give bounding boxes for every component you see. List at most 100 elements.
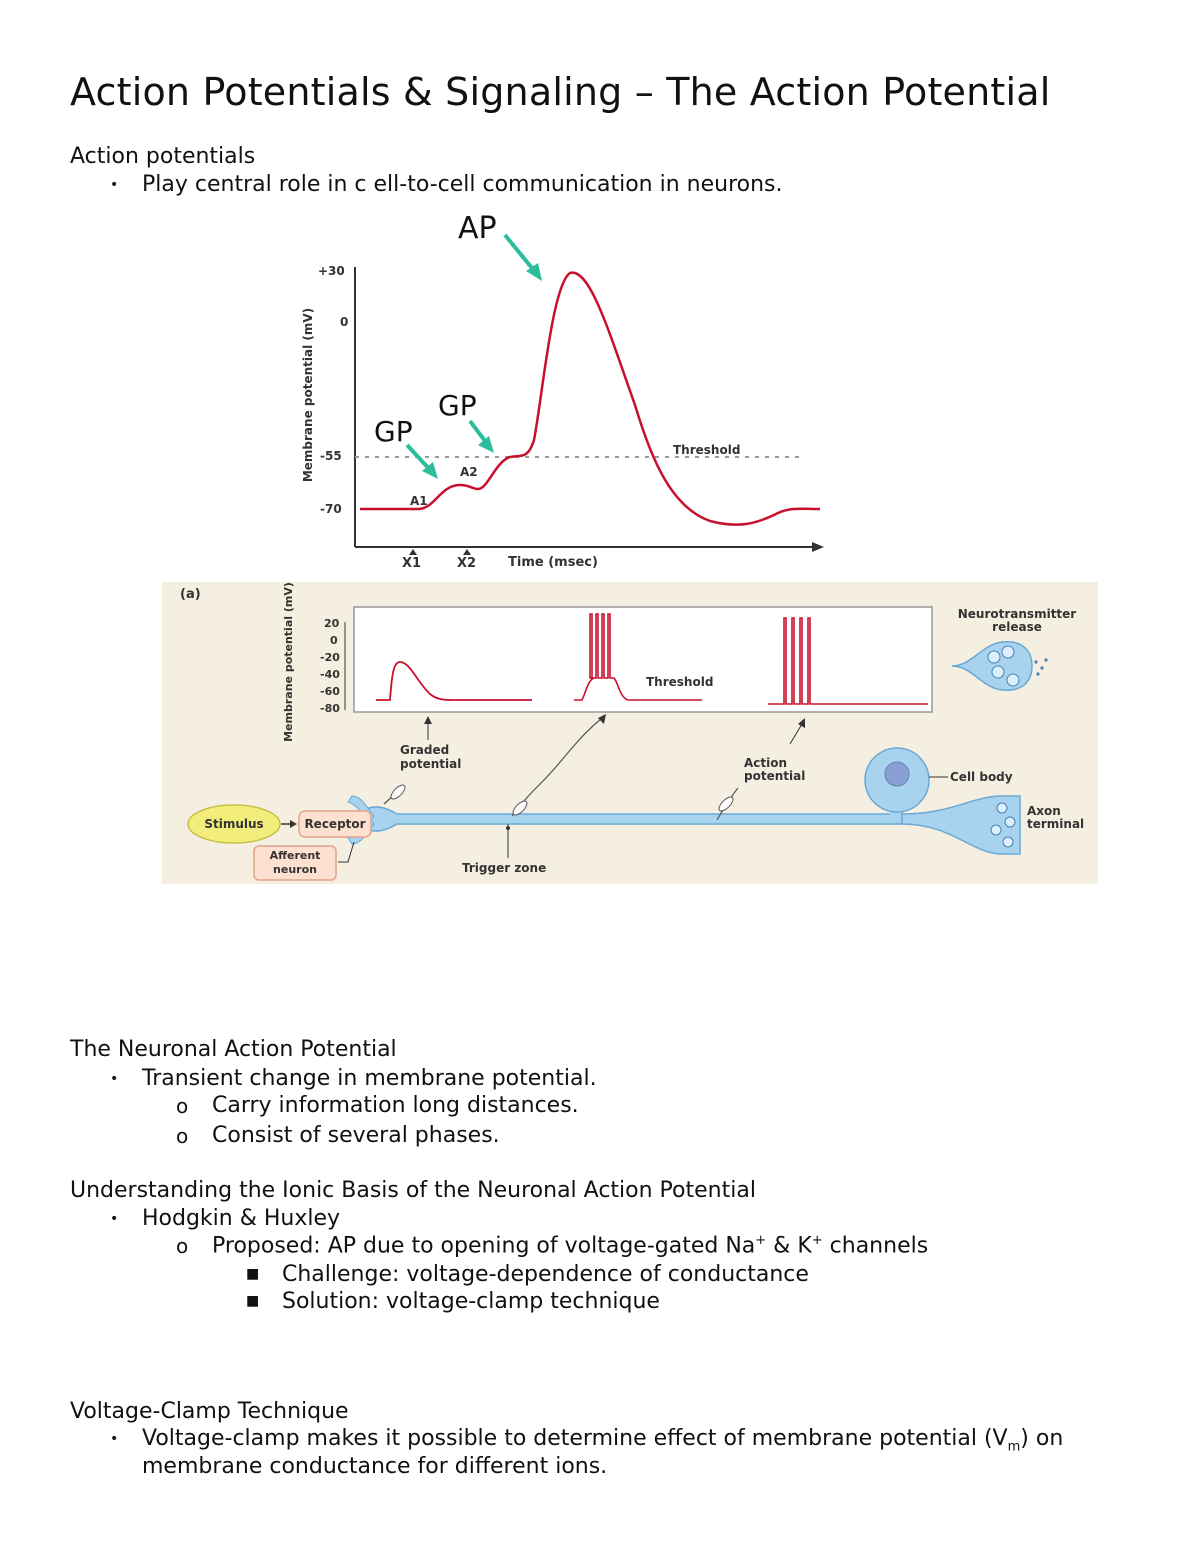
action-potential-graph: AP +30 0 -55 -70 Membrane potential (mV)… (301, 211, 824, 571)
stimulus-arrowhead (290, 820, 297, 828)
threshold-label: Threshold (673, 443, 740, 457)
recording-panel (353, 606, 933, 713)
section-heading-ionic-basis: Understanding the Ionic Basis of the Neu… (70, 1178, 756, 1203)
panel-y-tick-m60: -60 (320, 685, 340, 698)
vesicle (991, 665, 1005, 679)
panel-y-tick-m40: -40 (320, 668, 340, 681)
ap-arrow (503, 233, 538, 275)
bullet-marker: • (110, 177, 119, 193)
panel-y-tick-0: 0 (330, 634, 338, 647)
membrane-potential-trace (360, 271, 821, 526)
vesicle (1002, 836, 1014, 848)
neurotransmitter-dot (1034, 660, 1038, 664)
action-pointer-head (798, 718, 805, 728)
electrode-2-head (598, 714, 606, 724)
neurotransmitter-dot (1036, 672, 1040, 676)
electrode-3-tip (718, 796, 734, 812)
panel-y-tick-m20: -20 (320, 651, 340, 664)
graded-label-1: Graded (400, 743, 449, 757)
stimulus-label: Stimulus (204, 817, 263, 831)
receptor-box (298, 810, 372, 838)
graded-pointer-head (424, 716, 432, 724)
neurotransmitter-dot (1044, 658, 1048, 662)
x-axis-label: Time (msec) (508, 555, 598, 570)
y-axis-label: Membrane potential (mV) (301, 308, 315, 482)
x1-marker (409, 549, 417, 555)
bullet-marker: • (110, 1211, 119, 1227)
sub-bullet-text: Carry information long distances. (212, 1093, 579, 1118)
graded-label-2: potential (400, 757, 461, 771)
x-tick-x2: X2 (457, 556, 476, 571)
afferent-label-2: neuron (273, 863, 317, 876)
panel-threshold-label: Threshold (646, 675, 713, 689)
bullet-text: Hodgkin & Huxley (142, 1206, 341, 1231)
afferent-pointer (338, 841, 355, 863)
panel-label: (a) (180, 587, 201, 602)
section-heading-action-potentials: Action potentials (70, 144, 256, 169)
panel-y-tick-20: 20 (324, 617, 340, 630)
electrode-2-lead (511, 717, 603, 817)
afferent-box (253, 845, 337, 881)
stimulus-shape (187, 804, 281, 844)
sub-bullet-marker: o (176, 1094, 189, 1118)
a1-label: A1 (410, 494, 428, 508)
bullet-text: Play central role in c ell-to-cell commu… (142, 172, 783, 197)
gp-arrowhead-2 (478, 436, 494, 453)
sub-sub-bullet-marker: ■ (246, 1266, 260, 1282)
y-tick-0: 0 (340, 315, 348, 329)
action-label-1: Action (744, 756, 787, 770)
graded-trace (376, 661, 532, 701)
panel-y-tick-m80: -80 (320, 702, 340, 715)
bullet-text: Transient change in membrane potential. (142, 1066, 597, 1091)
page-title: Action Potentials & Signaling – The Acti… (70, 70, 1051, 114)
neurotransmitter-dot (1040, 666, 1044, 670)
electrode-1-tip (390, 784, 406, 800)
vesicle (990, 824, 1002, 836)
receptor-label: Receptor (304, 817, 365, 831)
neuron-signaling-diagram: (a) Membrane potential (mV) 20 0 -20 -40… (162, 582, 1098, 884)
axon-terminal-label-2: terminal (1027, 817, 1084, 831)
sub-sub-bullet-text: Challenge: voltage-dependence of conduct… (282, 1262, 809, 1287)
nucleus (884, 761, 910, 787)
gp-label-1: GP (374, 415, 413, 448)
electrode-2-tip (512, 800, 528, 816)
sub-bullet-marker: o (176, 1234, 189, 1258)
trigger-zone-label: Trigger zone (462, 861, 546, 875)
axon-terminal-label-1: Axon (1027, 804, 1061, 818)
a2-label: A2 (460, 465, 478, 479)
vesicle (996, 802, 1008, 814)
sub-sub-bullet-text: Solution: voltage-clamp technique (282, 1289, 660, 1314)
x2-marker (463, 549, 471, 555)
trigger-dot (506, 826, 510, 830)
nt-release-label-2: release (992, 620, 1042, 634)
gp-arrowhead-1 (422, 462, 438, 479)
afferent-label-1: Afferent (270, 849, 321, 862)
bullet-text-line2: membrane conductance for different ions. (142, 1454, 608, 1479)
vesicle (987, 650, 1001, 664)
sub-bullet-proposed: Proposed: AP due to opening of voltage-g… (212, 1233, 929, 1259)
y-tick-55: -55 (320, 449, 342, 463)
x-axis-arrowhead (812, 542, 824, 552)
action-potential-trace (768, 617, 928, 705)
action-label-2: potential (744, 769, 805, 783)
ap-arrowhead (526, 263, 542, 281)
threshold-trace (574, 613, 702, 701)
gp-label-2: GP (438, 389, 477, 422)
axon-terminal (901, 795, 1021, 855)
vesicle (1006, 673, 1020, 687)
bullet-text-line1: Voltage-clamp makes it possible to deter… (142, 1426, 1064, 1455)
section-heading-neuronal-ap: The Neuronal Action Potential (70, 1037, 397, 1062)
ap-label: AP (458, 211, 497, 246)
nt-release-label-1: Neurotransmitter (958, 607, 1077, 621)
bullet-marker: • (110, 1071, 119, 1087)
vesicle (1004, 816, 1016, 828)
sub-bullet-marker: o (176, 1124, 189, 1148)
panel-y-label: Membrane potential (mV) (282, 582, 295, 742)
y-tick-30: +30 (318, 264, 345, 278)
action-pointer (789, 723, 803, 745)
vesicle (1001, 645, 1015, 659)
bullet-marker: • (110, 1431, 119, 1447)
sub-bullet-text: Consist of several phases. (212, 1123, 500, 1148)
section-heading-voltage-clamp: Voltage-Clamp Technique (70, 1399, 349, 1424)
y-tick-70: -70 (320, 502, 342, 516)
